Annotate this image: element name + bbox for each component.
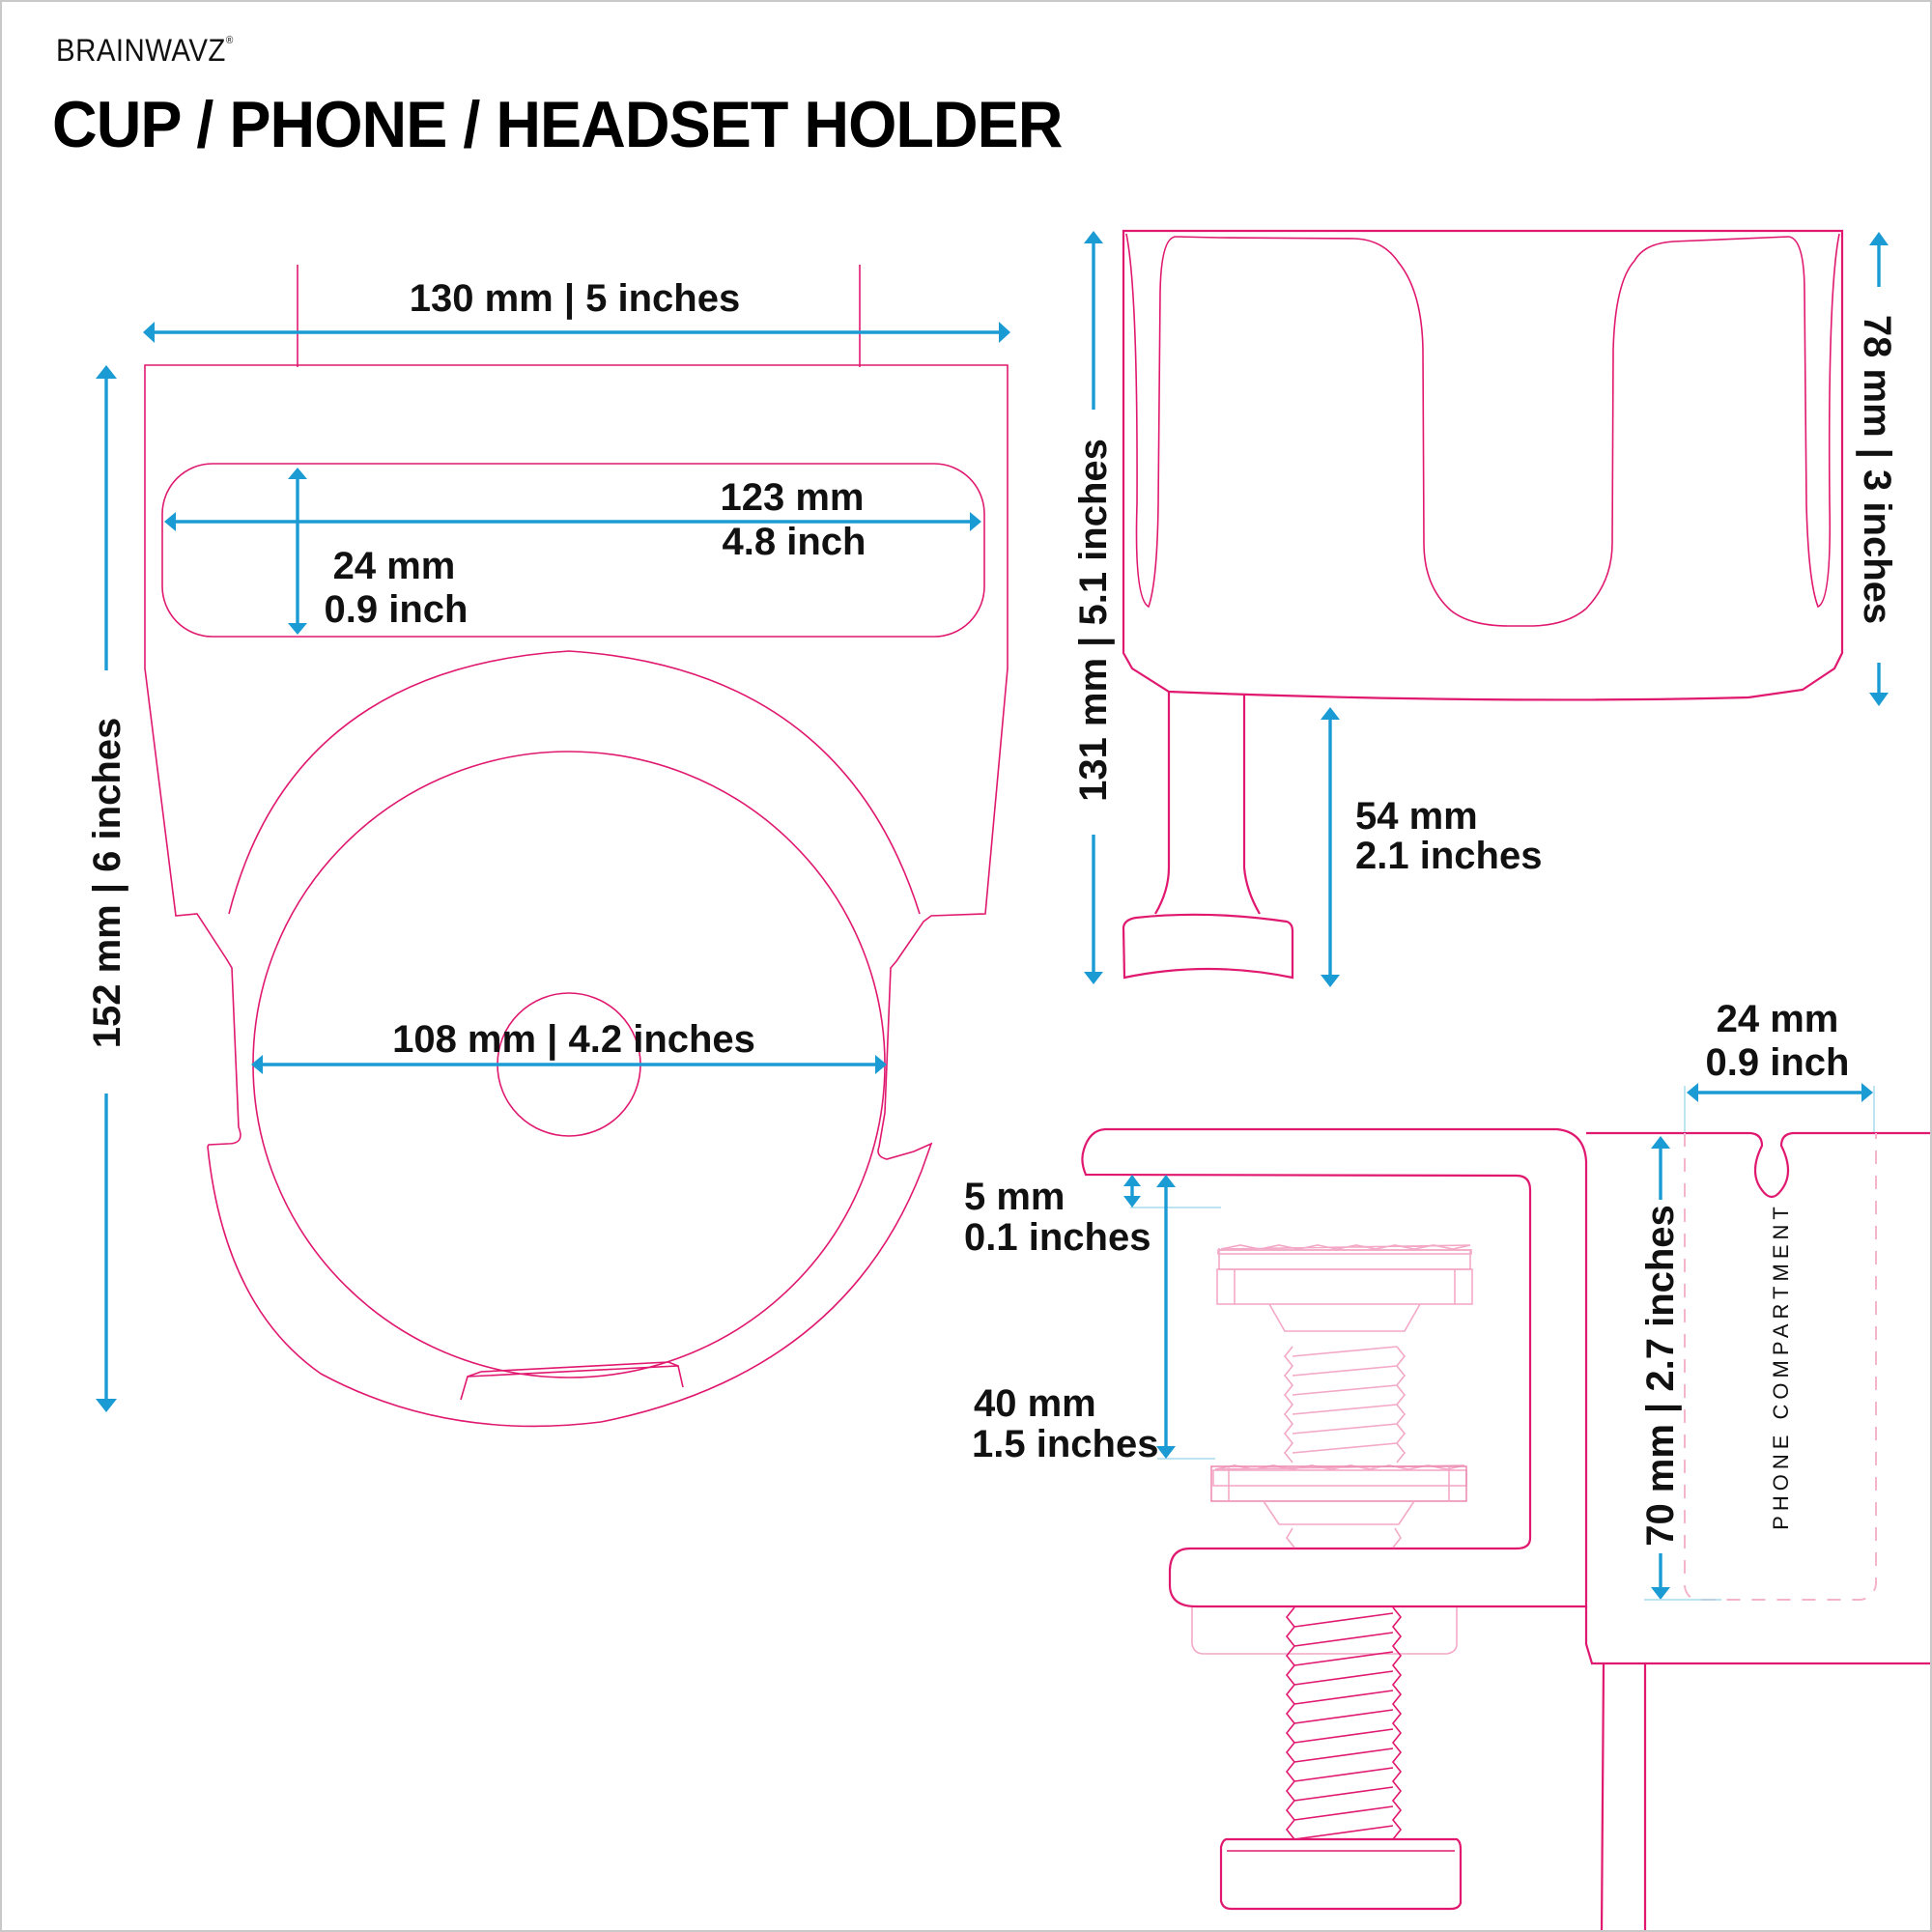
arrow-up-icon [96,365,117,379]
left-groove [1125,233,1177,609]
phone-compartment-outline [1684,1133,1877,1601]
hook-length-mm: 54 mm [1355,795,1478,838]
block-bottom-edge [1584,1606,1930,1665]
desk-leg-line [1600,1662,1605,1930]
arrow-up-icon [1651,1136,1670,1149]
jaw-gap-mm: 5 mm [964,1176,1065,1218]
arrow-up-icon [288,468,307,479]
cup-diameter-label: 108 mm | 4.2 inches [392,1018,755,1061]
arrow-up-icon [1123,1175,1141,1186]
headset-slot [161,463,985,638]
screw-knob [1219,1837,1463,1911]
knurl-teeth [1214,1464,1465,1470]
arrow-up-icon [1084,231,1103,243]
registered-mark: ® [225,35,234,46]
arrow-down-icon [1084,972,1103,984]
page-title: CUP / PHONE / HEADSET HOLDER [52,88,1063,161]
upper-pad-knurl [1218,1249,1471,1270]
arrow-right-icon [1861,1083,1873,1102]
thread-stub [1286,1527,1402,1548]
knurl-edge [1217,1249,1472,1255]
arrow-down-icon [96,1399,117,1412]
arrow-right-icon [875,1055,887,1074]
right-groove [1788,233,1840,609]
jaw-gap-in: 0.1 inches [964,1216,1151,1259]
arrow-left-icon [164,512,176,531]
phone-compartment-block [1586,1131,1930,1199]
upper-pad-cone [1268,1303,1421,1332]
clamp-range-in: 1.5 inches [972,1423,1158,1465]
arrow-up-icon [1156,1175,1176,1187]
clamp-range-mm: 40 mm [974,1382,1096,1425]
lower-pad-cone [1263,1500,1415,1525]
main-screw-thread [1285,1606,1403,1840]
phone-compartment-label: PHONE COMPARTMENT [1769,1202,1793,1530]
arrow-right-icon [999,322,1010,343]
headset-u-cutout [1175,236,1790,627]
compartment-width-mm: 24 mm [1717,998,1839,1040]
knurl-teeth [1220,1244,1471,1250]
compartment-width-in: 0.9 inch [1706,1041,1850,1084]
arrow-down-icon [1123,1196,1141,1208]
hook-length-in: 2.1 inches [1355,835,1542,877]
holder-body-outline [144,364,1009,1428]
cup-height-label: 78 mm | 3 inches [1856,315,1898,624]
clamp-view: PHONE COMPARTMENT 24 mm 0.9 inch 70 mm |… [964,998,1930,1930]
brand-logo: BRAINWAVZ® [56,33,234,69]
bottom-notch [460,1365,684,1401]
arrow-down-icon [1869,693,1889,706]
arrow-down-icon [1321,975,1340,987]
bottom-notch-inner [467,1361,679,1378]
c-clamp-body [1081,1127,1588,1608]
arrow-left-icon [143,322,155,343]
hook-stem [1154,692,1261,915]
arrow-right-icon [970,512,981,531]
hidden-nut [1191,1607,1458,1655]
hook-foot [1122,913,1294,980]
arrow-left-icon [1687,1083,1698,1102]
arrow-left-icon [251,1055,263,1074]
width-label: 130 mm | 5 inches [410,277,740,320]
arrow-down-icon [1156,1446,1176,1459]
arrow-up-icon [1321,707,1340,720]
cup-side-outline [1122,229,1844,701]
upper-thread [1283,1346,1406,1463]
height-label: 152 mm | 6 inches [86,718,128,1048]
arrow-down-icon [1651,1587,1670,1600]
compartment-height-label: 70 mm | 2.7 inches [1639,1205,1682,1547]
slot-length-in: 4.8 inch [723,521,867,563]
lower-pad-nut [1210,1465,1467,1502]
outer-ring-arc [228,650,921,915]
slot-length-mm: 123 mm [721,476,865,519]
slot-width-in: 0.9 inch [325,588,469,631]
brand-name: BRAINWAVZ [56,33,226,68]
lower-pad-knurl [1212,1469,1467,1487]
arrow-up-icon [1869,232,1889,245]
arrow-down-icon [288,623,307,635]
total-height-label: 131 mm | 5.1 inches [1072,439,1115,802]
slot-width-mm: 24 mm [333,545,456,587]
upper-pad-nut [1216,1268,1473,1305]
side-view: 131 mm | 5.1 inches 78 mm | 3 inches 54 … [1072,229,1898,987]
top-view: 130 mm | 5 inches 152 mm | 6 inches 123 … [86,265,1010,1428]
